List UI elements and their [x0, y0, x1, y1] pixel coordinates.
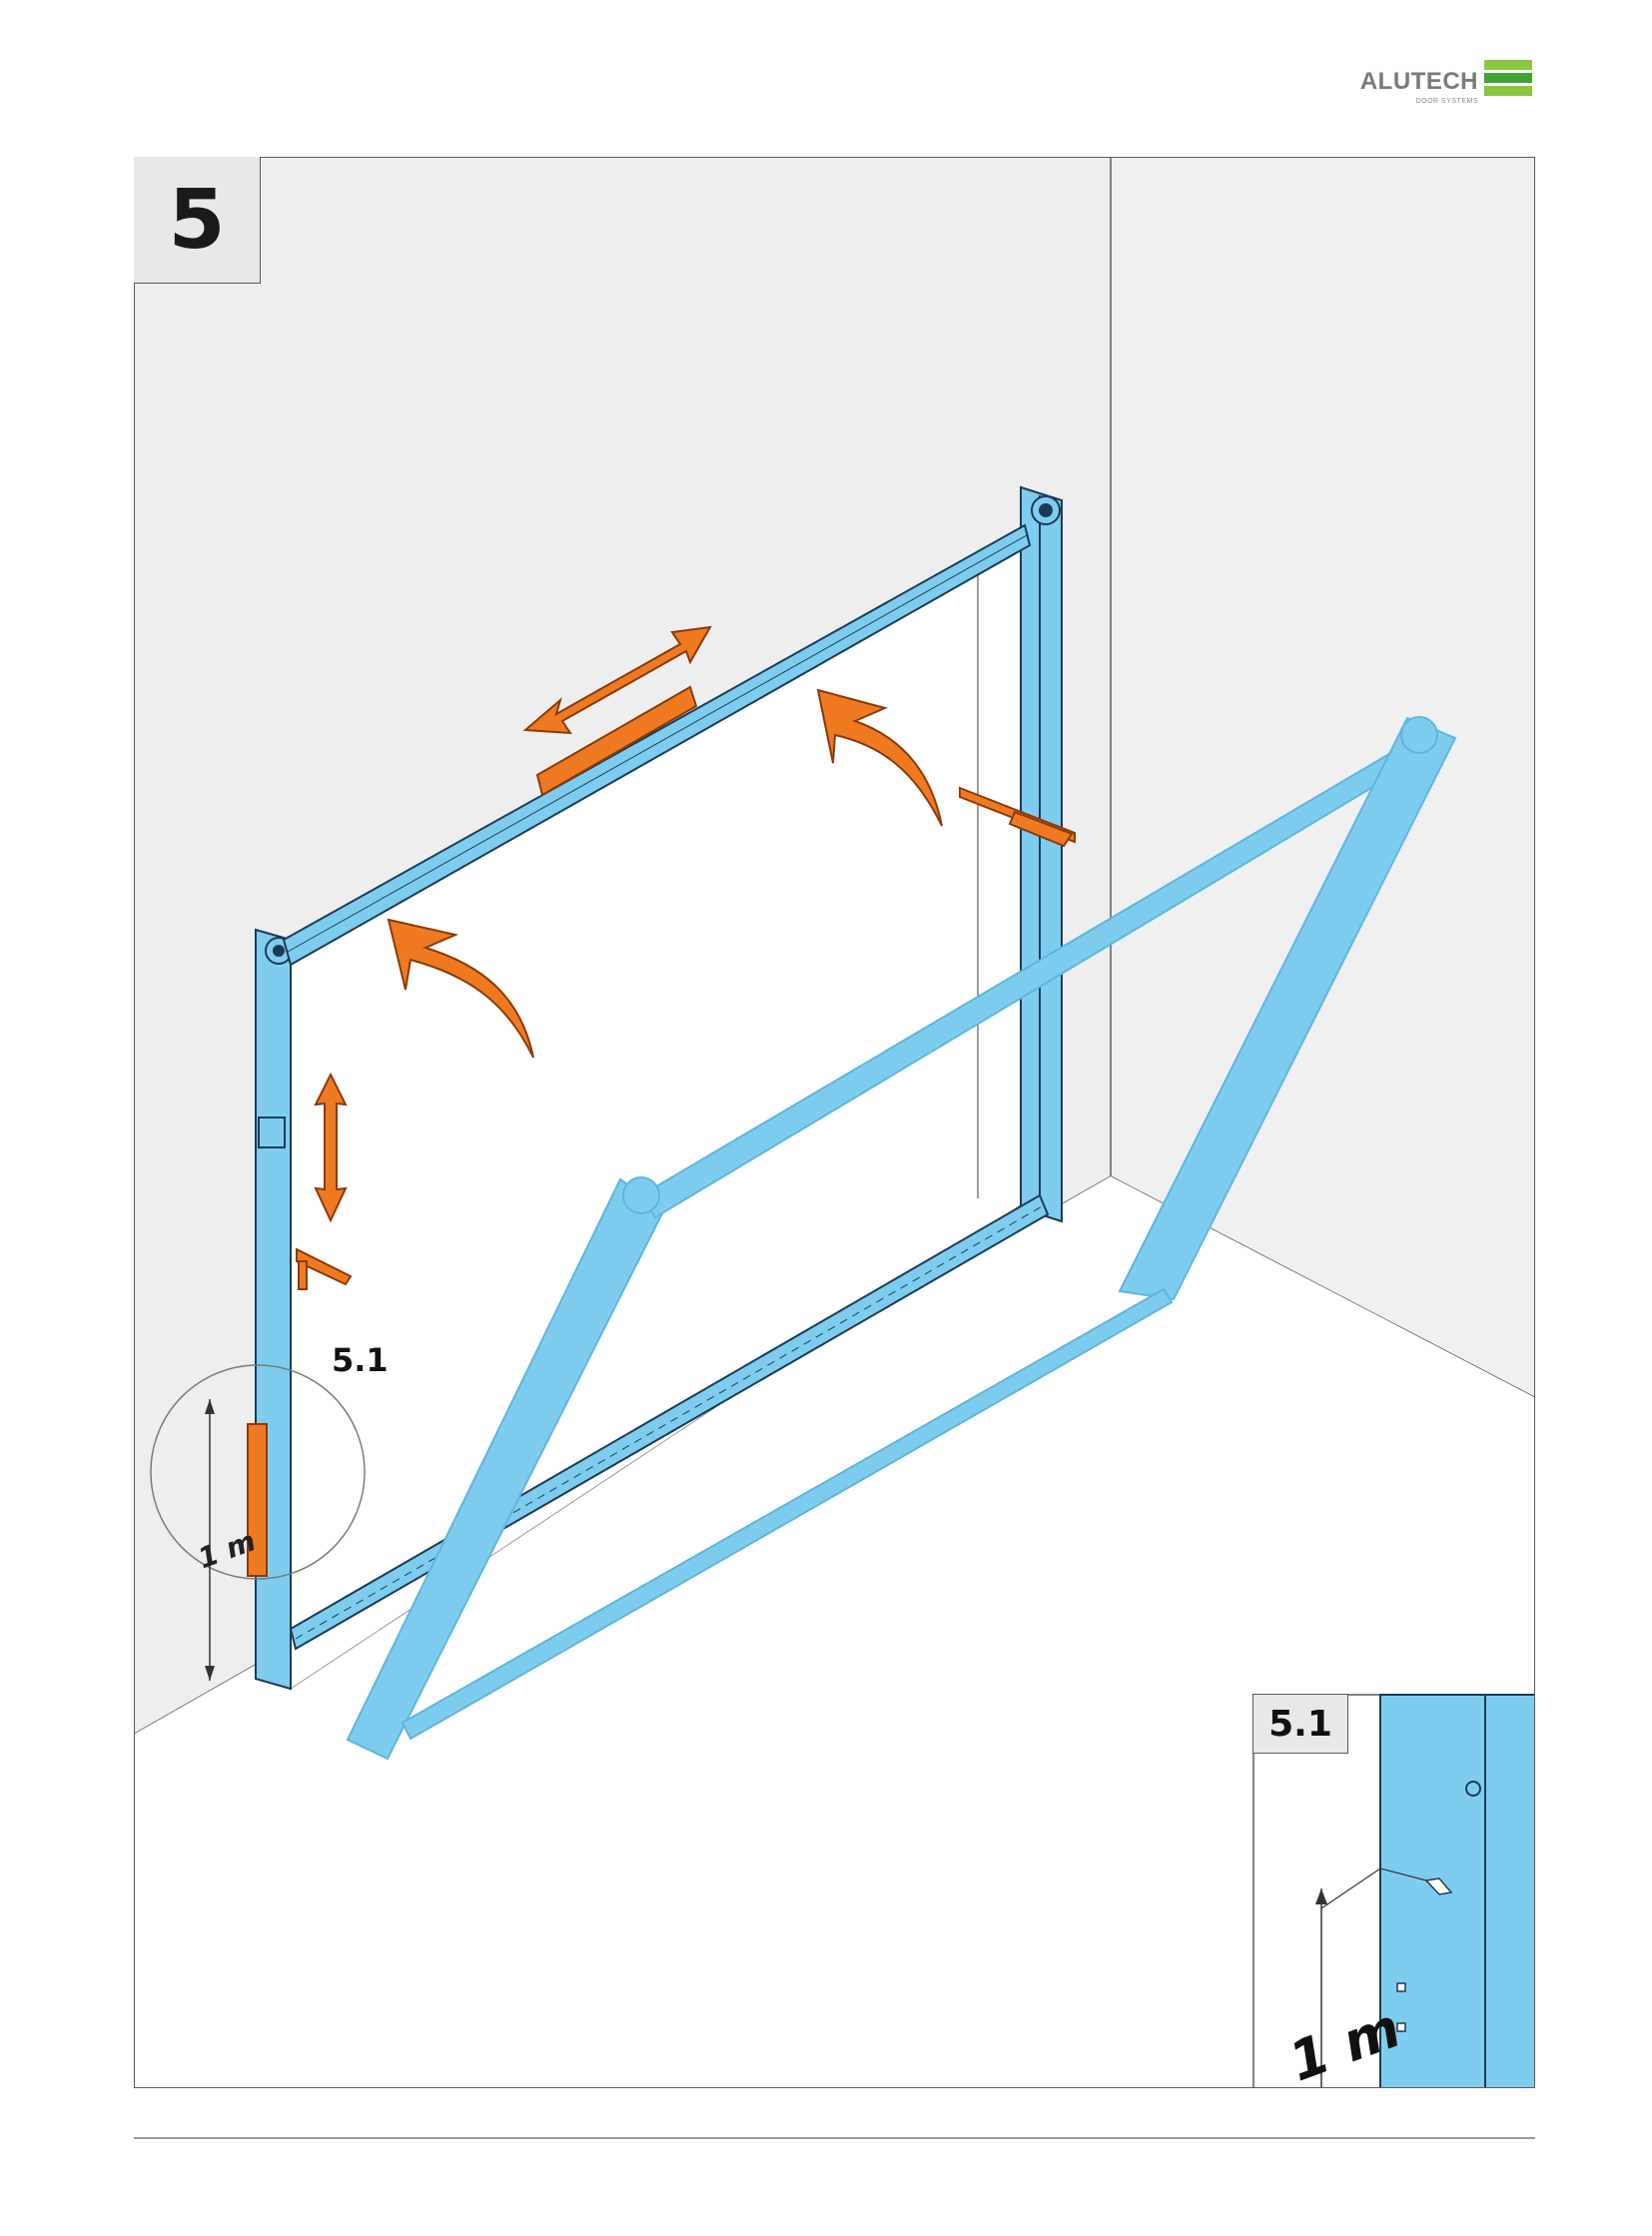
tilted-frame	[346, 716, 1457, 1761]
floor	[135, 1176, 1534, 2087]
illustration-frame: 1 m 1 m	[134, 157, 1535, 2088]
callout-label: 5.1	[332, 1341, 389, 1379]
bottom-rule	[134, 2137, 1535, 2139]
bracket-right-icon	[959, 786, 1076, 848]
detail-rail	[1379, 1694, 1534, 2087]
spirit-level-callout-icon	[247, 1423, 268, 1577]
detail-title: 5.1	[1268, 1703, 1332, 1745]
brand-logo: ALUTECH DOOR SYSTEMS	[1338, 60, 1538, 120]
tilted-right-rail	[1118, 716, 1457, 1301]
top-beam	[282, 523, 1032, 967]
bracket-left-icon	[296, 1247, 353, 1290]
detail-arrow-up-icon	[1315, 1888, 1327, 1904]
curved-arrow-left-icon	[387, 918, 534, 1059]
brand-mark-icon	[1484, 60, 1532, 110]
horizontal-double-arrow-icon	[522, 625, 712, 735]
spirit-level-top-icon	[535, 685, 698, 797]
dimension-arrow-up-icon	[205, 1399, 215, 1414]
bottom-beam-slots	[295, 1204, 1045, 1640]
tilted-pulley-left	[622, 1176, 660, 1214]
curved-arrow-right-icon	[816, 688, 943, 827]
tilted-bottom-rail	[401, 1287, 1174, 1741]
detail-slot-2	[1396, 2022, 1406, 2032]
brand-tagline: DOOR SYSTEMS	[1415, 98, 1478, 105]
tilted-pulley-right	[1400, 716, 1438, 754]
dimension-arrow-down-icon	[205, 1666, 215, 1681]
right-post	[1020, 485, 1063, 1223]
vertical-double-arrow-icon	[314, 1072, 348, 1223]
detail-slot-1	[1396, 1982, 1406, 1992]
detail-leader-line	[1320, 1867, 1427, 1909]
brand-name: ALUTECH	[1359, 68, 1478, 95]
detail-screw-icon	[1465, 1781, 1481, 1797]
assembly-illustration: 1 m 1 m	[135, 158, 1534, 2087]
side-wall	[1111, 158, 1534, 1397]
step-number-box: 5	[134, 157, 261, 284]
step-number: 5	[168, 172, 226, 268]
callout-circle	[150, 1364, 366, 1580]
detail-title-box: 5.1	[1252, 1694, 1348, 1754]
top-beam-groove	[287, 534, 1028, 953]
detail-mark-icon	[1424, 1877, 1453, 1895]
